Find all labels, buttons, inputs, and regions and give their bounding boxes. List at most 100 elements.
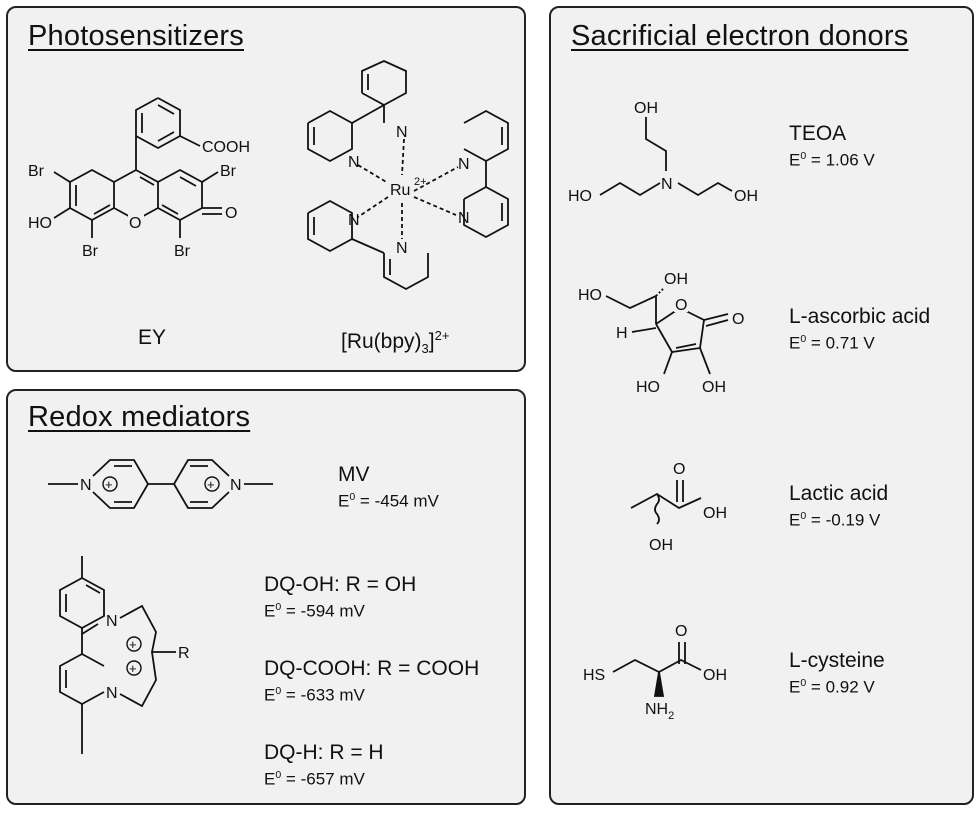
cysteine-structure: O HS OH NH2 bbox=[583, 623, 727, 722]
ho-label: HO bbox=[28, 215, 52, 232]
cys-o: O bbox=[675, 623, 687, 640]
teoa-e-value: E0 = 1.06 V bbox=[789, 150, 875, 171]
cysteine-label: L-cysteine bbox=[789, 649, 885, 672]
e-sup: 0 bbox=[800, 510, 807, 522]
br-label-3: Br bbox=[82, 243, 99, 260]
lactic-acid-label: Lactic acid bbox=[789, 482, 889, 505]
e-value-text: = -633 mV bbox=[281, 685, 365, 705]
e-value-text: = -0.19 V bbox=[806, 510, 881, 530]
lactic-e-value: E0 = -0.19 V bbox=[789, 510, 880, 531]
asc-oh-br: OH bbox=[702, 379, 726, 396]
mv-label: MV bbox=[338, 463, 370, 486]
ru-bpy3-label: [Ru(bpy)3]2+ bbox=[341, 328, 449, 356]
dq-r-label: R bbox=[178, 645, 190, 662]
e-sup: 0 bbox=[800, 150, 807, 162]
n-label-3: N bbox=[458, 156, 470, 173]
cys-nh-sub: 2 bbox=[668, 710, 674, 722]
lac-o: O bbox=[673, 461, 685, 478]
ascorbic-e-value: E0 = 0.71 V bbox=[789, 333, 875, 354]
teoa-structure: OH N HO OH bbox=[568, 100, 758, 205]
br-label-4: Br bbox=[174, 243, 191, 260]
teoa-label: TEOA bbox=[789, 122, 847, 145]
lac-oh-right: OH bbox=[703, 505, 727, 522]
e-sup: 0 bbox=[800, 333, 807, 345]
asc-h: H bbox=[616, 325, 628, 342]
ru-charge: 2+ bbox=[414, 176, 427, 188]
ru-name-sub: 3 bbox=[421, 341, 429, 357]
asc-oh-bl: HO bbox=[636, 379, 660, 396]
cys-nh: NH2 bbox=[645, 701, 674, 722]
ru-label: Ru bbox=[390, 182, 410, 199]
e-sup: 0 bbox=[800, 677, 807, 689]
e-symbol: E bbox=[789, 677, 801, 697]
teoa-oh-top: OH bbox=[634, 100, 658, 117]
mv-n-2: N bbox=[230, 477, 242, 494]
cys-nh-text: NH bbox=[645, 701, 668, 718]
mv-e-value: E0 = -454 mV bbox=[338, 491, 439, 512]
ring-o-label: O bbox=[129, 215, 141, 232]
e-sup: 0 bbox=[349, 491, 356, 503]
ey-label: EY bbox=[138, 326, 167, 349]
teoa-oh-right: OH bbox=[734, 188, 758, 205]
mv-plus-2: + bbox=[207, 477, 215, 492]
lac-oh-bottom: OH bbox=[649, 537, 673, 554]
asc-ring-o: O bbox=[675, 297, 687, 314]
dq-oh-label: DQ-OH: R = OH bbox=[264, 573, 417, 596]
e-symbol: E bbox=[264, 685, 276, 705]
e-sup: 0 bbox=[275, 601, 282, 613]
photosensitizers-panel: Photosensitizers COOH Br Br HO Br Br bbox=[6, 6, 526, 372]
dq-n-1: N bbox=[106, 613, 118, 630]
teoa-n: N bbox=[661, 176, 673, 193]
donors-title: Sacrificial electron donors bbox=[571, 20, 909, 52]
dq-structure: N N + + R bbox=[59, 556, 190, 754]
redox-mediators-panel: Redox mediators N + + N MV E0 = -454 mV … bbox=[6, 389, 526, 805]
mv-structure: N + + N bbox=[48, 459, 273, 509]
dq-h-label: DQ-H: R = H bbox=[264, 741, 384, 764]
dq-oh-e-value: E0 = -594 mV bbox=[264, 601, 365, 622]
lactic-acid-structure: O OH OH bbox=[630, 461, 727, 554]
photosensitizers-title: Photosensitizers bbox=[28, 20, 244, 52]
n-label-5: N bbox=[348, 212, 360, 229]
donors-panel: Sacrificial electron donors OH N HO OH T… bbox=[549, 6, 974, 805]
asc-ho-left: HO bbox=[578, 287, 602, 304]
e-value-text: = 0.92 V bbox=[806, 677, 875, 697]
ru-bpy3-structure: N N Ru 2+ N N N N bbox=[307, 60, 509, 291]
ru-name-main: [Ru(bpy) bbox=[341, 330, 422, 353]
ru-name-sup: 2+ bbox=[434, 328, 450, 343]
cys-hs: HS bbox=[583, 667, 605, 684]
dq-plus-2: + bbox=[129, 661, 137, 676]
e-value-text: = 0.71 V bbox=[806, 333, 875, 353]
n-label-6: N bbox=[396, 240, 408, 257]
teoa-ho-left: HO bbox=[568, 188, 592, 205]
e-sup: 0 bbox=[275, 769, 282, 781]
n-label-1: N bbox=[396, 124, 408, 141]
dq-plus-1: + bbox=[129, 637, 137, 652]
e-value-text: = -454 mV bbox=[355, 491, 439, 511]
redox-mediators-title: Redox mediators bbox=[28, 401, 251, 433]
dq-cooh-e-value: E0 = -633 mV bbox=[264, 685, 365, 706]
asc-carbonyl-o: O bbox=[732, 311, 744, 328]
dq-n-2: N bbox=[106, 685, 118, 702]
eosin-y-structure: COOH Br Br HO Br Br O O bbox=[28, 97, 250, 260]
dq-cooh-label: DQ-COOH: R = COOH bbox=[264, 657, 480, 680]
e-symbol: E bbox=[789, 333, 801, 353]
br-label-1: Br bbox=[28, 163, 45, 180]
e-symbol: E bbox=[789, 510, 801, 530]
mv-plus-1: + bbox=[105, 477, 113, 492]
ascorbic-acid-structure: OH HO H O O HO OH bbox=[578, 271, 744, 396]
br-label-2: Br bbox=[220, 163, 237, 180]
mv-n-1: N bbox=[80, 477, 92, 494]
cooh-label: COOH bbox=[202, 139, 250, 156]
asc-oh-top: OH bbox=[664, 271, 688, 288]
n-label-2: N bbox=[348, 154, 360, 171]
ascorbic-acid-label: L-ascorbic acid bbox=[789, 305, 931, 328]
e-value-text: = 1.06 V bbox=[806, 150, 875, 170]
e-value-text: = -657 mV bbox=[281, 769, 365, 789]
ketone-o-label: O bbox=[225, 205, 237, 222]
e-symbol: E bbox=[789, 150, 801, 170]
ru-name-close: ] bbox=[428, 330, 435, 353]
e-symbol: E bbox=[264, 769, 276, 789]
dq-h-e-value: E0 = -657 mV bbox=[264, 769, 365, 790]
e-value-text: = -594 mV bbox=[281, 601, 365, 621]
n-label-4: N bbox=[458, 210, 470, 227]
